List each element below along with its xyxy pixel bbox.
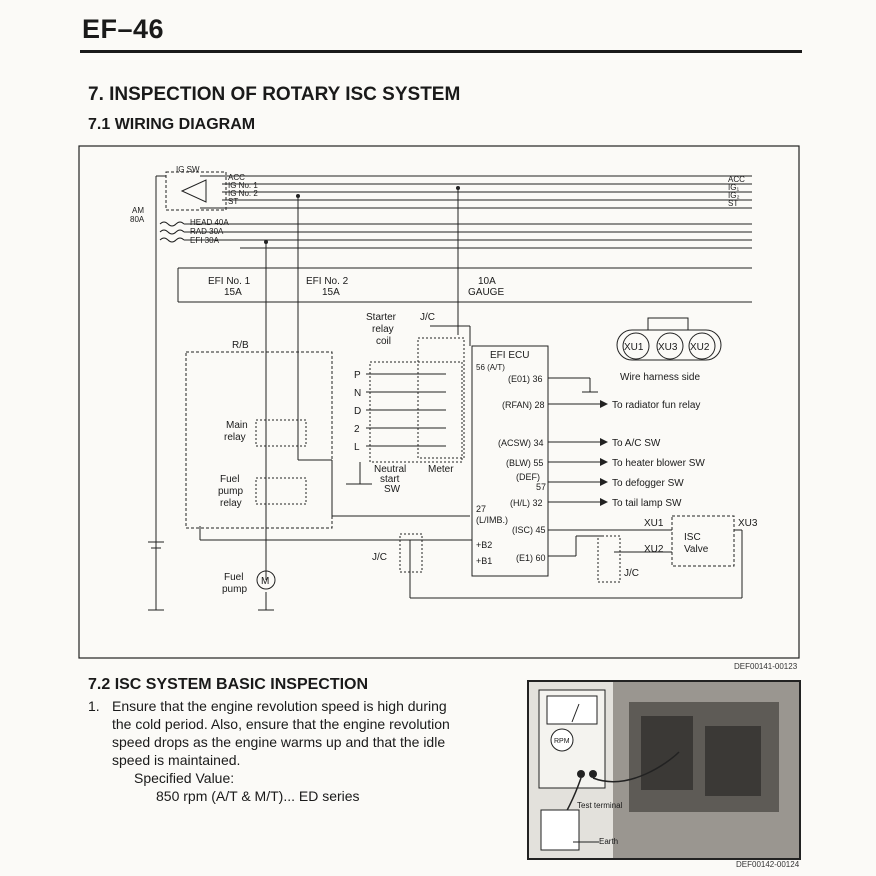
valve-xu1: XU1 bbox=[644, 518, 664, 529]
ig1-label: IG No. 1 bbox=[228, 181, 258, 190]
page-code: EF–46 bbox=[82, 14, 165, 44]
harness-side-label: Wire harness side bbox=[620, 372, 700, 383]
to-rfan-label: To radiator fun relay bbox=[612, 400, 700, 411]
fuel-relay-label-2: relay bbox=[220, 498, 242, 509]
b1-label: +B1 bbox=[476, 556, 492, 566]
pos-l: L bbox=[354, 442, 360, 453]
start-label: start bbox=[380, 474, 400, 485]
jc-top-label: J/C bbox=[420, 312, 435, 323]
pump-label: Fuel bbox=[224, 572, 243, 583]
am-amp-label: 80A bbox=[130, 215, 145, 224]
blw-label: (BLW) 55 bbox=[506, 458, 543, 468]
ig-acc-label: ACC bbox=[228, 173, 245, 182]
ig-st-label: ST bbox=[228, 197, 238, 206]
starter-relay-label: relay bbox=[372, 324, 394, 335]
meter-label: Meter bbox=[428, 464, 454, 475]
test-terminal-label: Test terminal bbox=[577, 801, 623, 810]
isc-pin-label: (ISC) 45 bbox=[512, 525, 546, 535]
spec-value: 850 rpm (A/T & M/T)... ED series bbox=[156, 788, 360, 804]
head-fuse-label: HEAD 40A bbox=[190, 218, 229, 227]
right-ig2-label: IG₂ bbox=[728, 191, 740, 200]
valve-xu3: XU3 bbox=[738, 518, 758, 529]
header-rule bbox=[80, 50, 802, 53]
tachometer-photo: RPM Test terminal Earth bbox=[527, 680, 801, 860]
limb-label: (L/IMB.) bbox=[476, 515, 508, 525]
earth-label: Earth bbox=[599, 837, 618, 846]
right-acc-label: ACC bbox=[728, 175, 745, 184]
diagram-ref-code: DEF00141-00123 bbox=[734, 662, 798, 671]
inspection-line-3: speed drops as the engine warms up and t… bbox=[112, 734, 446, 750]
inspection-line-1: Ensure that the engine revolution speed … bbox=[112, 698, 447, 714]
e01-label: (E01) 36 bbox=[508, 374, 543, 384]
starter-coil-label: coil bbox=[376, 336, 391, 347]
right-st-label: ST bbox=[728, 199, 738, 208]
section-title: 7. INSPECTION OF ROTARY ISC SYSTEM bbox=[88, 84, 461, 105]
conn-xu3: XU3 bbox=[658, 342, 678, 353]
rad-fuse-label: RAD 30A bbox=[190, 227, 224, 236]
rfan-label: (RFAN) 28 bbox=[502, 400, 545, 410]
pos-n: N bbox=[354, 388, 361, 399]
efi-ecu-label: EFI ECU bbox=[490, 350, 529, 361]
pos-2: 2 bbox=[354, 424, 360, 435]
photo-ref-code: DEF00142-00124 bbox=[736, 860, 800, 869]
to-def-label: To defogger SW bbox=[612, 478, 684, 489]
main-relay-label-2: relay bbox=[224, 432, 246, 443]
fuel-relay-label: Fuel bbox=[220, 474, 239, 485]
valve-xu2: XU2 bbox=[644, 544, 664, 555]
starter-label: Starter bbox=[366, 312, 397, 323]
hl-label: (H/L) 32 bbox=[510, 498, 543, 508]
jc-mid-label: J/C bbox=[372, 552, 387, 563]
ig2-label: IG No. 2 bbox=[228, 189, 258, 198]
right-ig1-label: IG₁ bbox=[728, 183, 739, 192]
fuse-efi2-amp: 15A bbox=[322, 287, 340, 298]
fuse-efi1-label: EFI No. 1 bbox=[208, 276, 251, 287]
inspection-line-2: the cold period. Also, ensure that the e… bbox=[112, 716, 450, 732]
inspection-line-4: speed is maintained. bbox=[112, 752, 241, 768]
efi-fuse-label: EFI 30A bbox=[190, 236, 220, 245]
rb-label: R/B bbox=[232, 340, 249, 351]
e1-label: (E1) 60 bbox=[516, 553, 546, 563]
spec-label: Specified Value: bbox=[134, 770, 235, 786]
conn-xu1: XU1 bbox=[624, 342, 644, 353]
pos-p: P bbox=[354, 370, 361, 381]
acsw-label: (ACSW) 34 bbox=[498, 438, 544, 448]
pump-label-2: pump bbox=[222, 584, 247, 595]
fuse-efi1-amp: 15A bbox=[224, 287, 242, 298]
isc-valve-label-2: Valve bbox=[684, 544, 709, 555]
isc-valve-label: ISC bbox=[684, 532, 701, 543]
subsection-title-wiring: 7.1 WIRING DIAGRAM bbox=[88, 116, 256, 133]
to-blower-label: To heater blower SW bbox=[612, 458, 705, 469]
pin56-label: 56 (A/T) bbox=[476, 363, 505, 372]
conn-xu2: XU2 bbox=[690, 342, 710, 353]
sw-label: SW bbox=[384, 484, 401, 495]
neutral-label: Neutral bbox=[374, 464, 406, 475]
to-tail-label: To tail lamp SW bbox=[612, 498, 682, 509]
jc-right-label: J/C bbox=[624, 568, 639, 579]
b2-label: +B2 bbox=[476, 540, 492, 550]
fuse-efi2-label: EFI No. 2 bbox=[306, 276, 349, 287]
fuel-pump-relay-label: pump bbox=[218, 486, 243, 497]
wiring-diagram: IG SW ACC IG No. 1 IG No. 2 ST AM 80A HE… bbox=[78, 145, 800, 659]
limb-num: 27 bbox=[476, 504, 486, 514]
def-label: (DEF) bbox=[516, 472, 540, 482]
pos-d: D bbox=[354, 406, 361, 417]
rpm-label: RPM bbox=[554, 738, 570, 745]
subsection-title-inspection: 7.2 ISC SYSTEM BASIC INSPECTION bbox=[88, 676, 369, 693]
item-number: 1. bbox=[88, 698, 100, 714]
fuse-gauge-label: GAUGE bbox=[468, 287, 504, 298]
main-relay-label: Main bbox=[226, 420, 248, 431]
am-label: AM bbox=[132, 206, 144, 215]
ig-sw-label: IG SW bbox=[176, 165, 200, 174]
def-num: 57 bbox=[536, 482, 546, 492]
fuse-gauge-amp: 10A bbox=[478, 276, 496, 287]
to-ac-label: To A/C SW bbox=[612, 438, 661, 449]
pump-motor-m: M bbox=[261, 576, 269, 587]
